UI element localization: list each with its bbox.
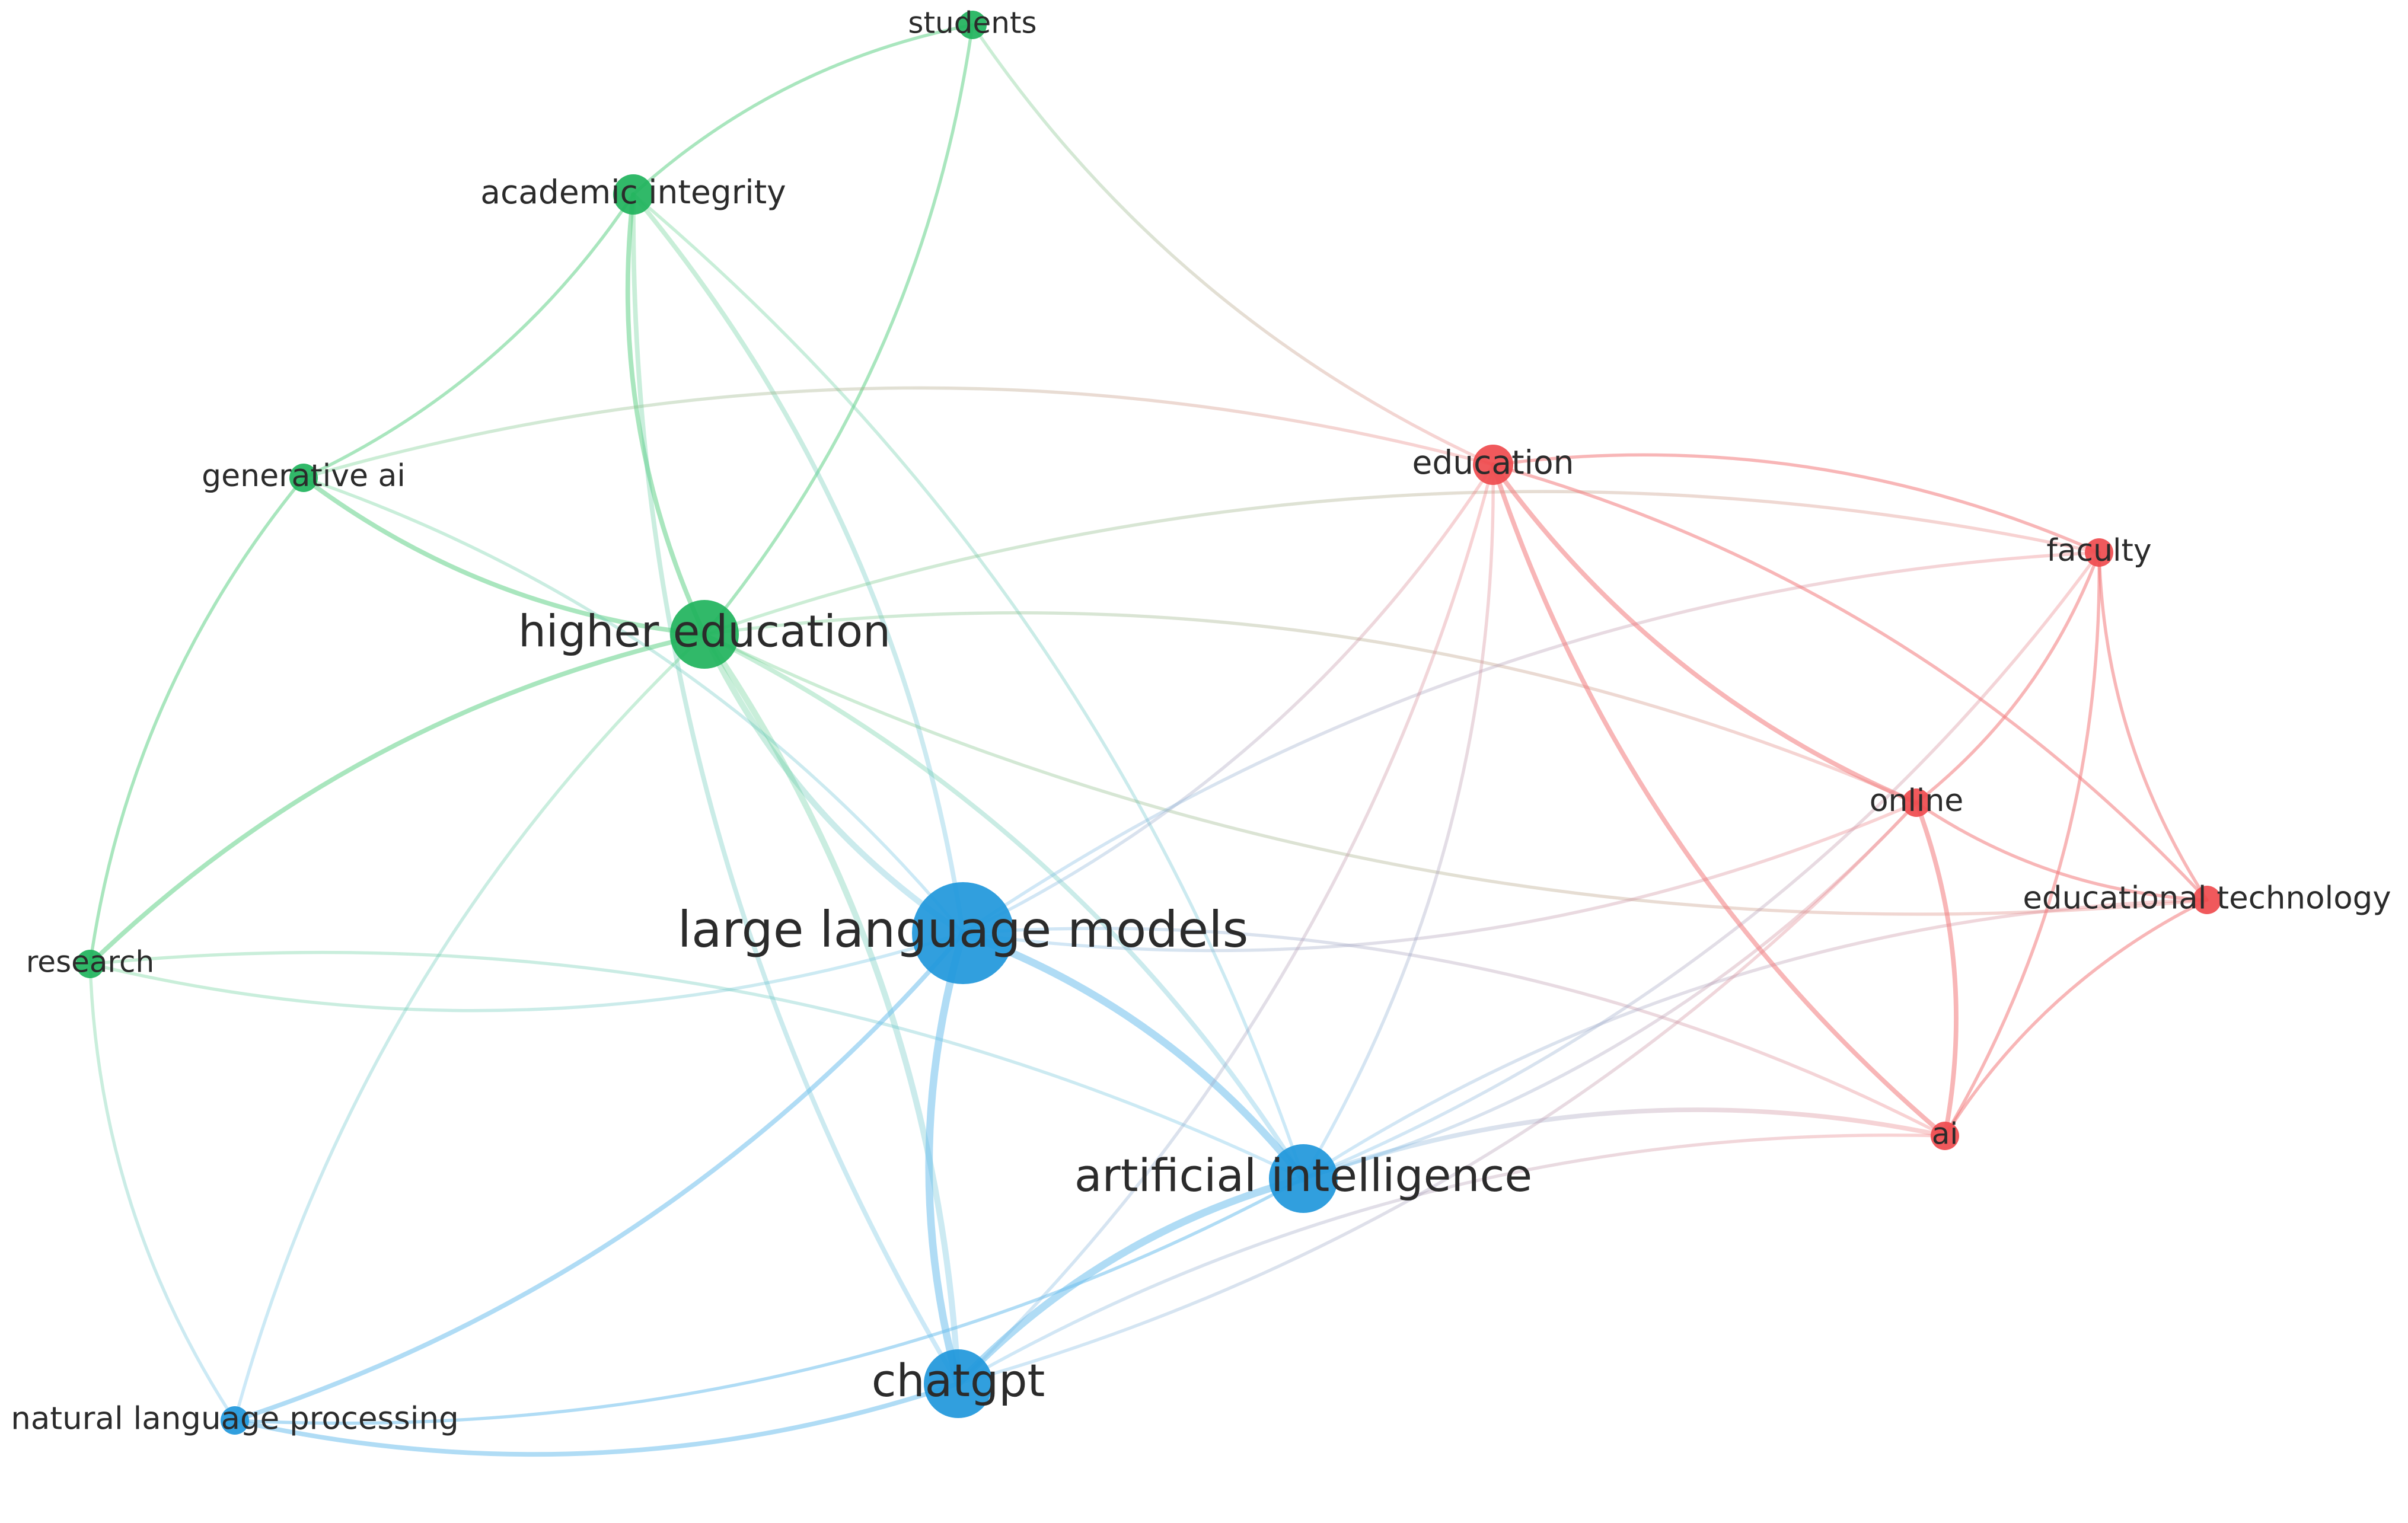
edge-large-language-models-online [961, 801, 1918, 953]
node-online[interactable] [1902, 788, 1931, 817]
edge-educational-technology-ai [1943, 898, 2209, 1138]
label-research: research [26, 945, 154, 979]
node-students[interactable] [958, 11, 987, 39]
node-ai[interactable] [1931, 1122, 1959, 1150]
edge-research-natural-language-processing [88, 962, 237, 1422]
node-artificial-intelligence[interactable] [1269, 1144, 1338, 1213]
label-large-language-models: large language models [678, 901, 1249, 959]
edge-research-large-language-models [88, 931, 965, 1013]
edge-artificial-intelligence-faculty [1302, 551, 2101, 1180]
edge-large-language-models-natural-language-processing [232, 931, 965, 1423]
label-online: online [1870, 783, 1964, 819]
label-educational-technology: educational technology [2023, 880, 2391, 917]
node-educational-technology[interactable] [2193, 886, 2221, 914]
edge-artificial-intelligence-natural-language-processing [233, 1177, 1305, 1425]
label-generative-ai: generative ai [202, 458, 406, 494]
edge-chatgpt-education [956, 463, 1495, 1385]
node-generative-ai[interactable] [289, 464, 318, 492]
edge-academic-integrity-chatgpt [631, 192, 961, 1386]
label-natural-language-processing: natural language processing [11, 1401, 459, 1437]
label-students: students [908, 6, 1036, 40]
edge-education-educational-technology [1491, 463, 2209, 902]
edge-faculty-ai [1943, 551, 2101, 1138]
edge-faculty-educational-technology [2097, 551, 2209, 902]
edge-large-language-models-faculty [961, 551, 2101, 935]
edge-chatgpt-ai [956, 1134, 1947, 1385]
edge-higher-education-research [88, 632, 707, 966]
edge-online-ai [1914, 800, 1959, 1138]
node-natural-language-processing[interactable] [221, 1406, 249, 1435]
edge-students-education [971, 23, 1495, 467]
node-large-language-models[interactable] [912, 882, 1014, 984]
edge-higher-education-online [703, 611, 1918, 804]
labels-layer: students academic integrity generative ai h… [11, 6, 2391, 1437]
edge-academic-integrity-large-language-models [631, 192, 965, 935]
edge-large-language-models-ai [961, 927, 1947, 1138]
node-higher-education[interactable] [670, 600, 739, 669]
nodes-layer [76, 11, 2221, 1435]
edge-education-faculty [1491, 453, 2101, 554]
node-academic-integrity[interactable] [613, 174, 653, 215]
label-academic-integrity: academic integrity [480, 173, 786, 211]
edge-online-educational-technology [1915, 801, 2209, 902]
label-higher-education: higher education [518, 606, 891, 657]
node-research[interactable] [76, 950, 104, 978]
edge-generative-ai-research [88, 476, 305, 966]
label-faculty: faculty [2046, 533, 2151, 569]
edges-layer [88, 23, 2209, 1457]
edge-research-artificial-intelligence [88, 950, 1305, 1180]
edge-generative-ai-education [302, 386, 1495, 480]
edge-higher-education-natural-language-processing [233, 633, 706, 1422]
edge-chatgpt-natural-language-processing [232, 1381, 961, 1457]
edge-generative-ai-large-language-models [302, 476, 965, 935]
edge-higher-education-faculty [703, 490, 2101, 636]
edge-education-online [1491, 462, 1919, 805]
edge-higher-education-artificial-intelligence [702, 632, 1306, 1181]
edge-artificial-intelligence-chatgpt [954, 1174, 1307, 1388]
node-chatgpt[interactable] [924, 1349, 993, 1418]
edge-academic-integrity-higher-education [625, 192, 707, 637]
edge-large-language-models-education [961, 463, 1495, 935]
edge-artificial-intelligence-education [1302, 463, 1495, 1180]
node-faculty[interactable] [2085, 538, 2113, 567]
edge-academic-integrity-generative-ai [302, 193, 635, 480]
edge-academic-integrity-artificial-intelligence [631, 193, 1305, 1180]
edge-higher-education-chatgpt [701, 631, 962, 1387]
edge-large-language-models-chatgpt [925, 929, 967, 1388]
edge-higher-education-large-language-models [701, 631, 967, 937]
label-chatgpt: chatgpt [872, 1354, 1045, 1407]
label-artificial-intelligence: artificial intelligence [1074, 1149, 1532, 1202]
edge-generative-ai-higher-education [301, 475, 707, 637]
label-ai: ai [1932, 1117, 1959, 1151]
edge-students-academic-integrity [631, 23, 974, 196]
label-education: education [1412, 443, 1574, 481]
edge-students-higher-education [703, 23, 974, 636]
edge-education-ai [1491, 462, 1947, 1138]
node-education[interactable] [1473, 445, 1513, 485]
edge-faculty-online [1915, 551, 2101, 804]
edge-chatgpt-online [956, 801, 1918, 1385]
edge-large-language-models-artificial-intelligence [959, 929, 1307, 1183]
